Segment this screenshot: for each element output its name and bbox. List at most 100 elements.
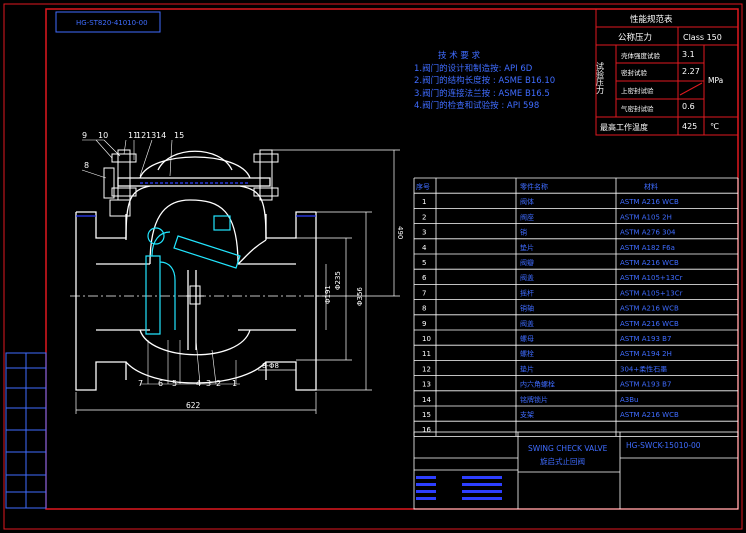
tech-req-item: 4.阀门的检查和试验按 : API 598 [414,100,539,111]
test-pressure-label: 试验压力 [596,61,605,95]
bonnet-bolts [103,149,279,217]
balloon-label: 5 [172,379,177,388]
parts-row-name: 阀盖 [520,319,534,328]
dim-bolts: 8-Φ8 [262,362,279,370]
balloon-label: 2 [216,379,221,388]
title-stamp-box [55,11,161,33]
balloon-label: 7 [138,379,143,388]
parts-row-name: 阀体 [520,197,534,206]
balloon-label: 4 [196,379,201,388]
left-margin-strips [5,352,47,509]
dimension-lines [75,149,400,414]
max-temp-label: 最高工作温度 [600,122,648,132]
balloon-label: 10 [98,131,108,140]
parts-row-no: 13 [422,381,431,389]
perf-unit: MPa [708,76,723,85]
perf-row-value: 0.6 [682,102,695,111]
tech-req-item: 2.阀门的结构长度按 : ASME B16.10 [414,75,555,86]
drawing-number: HG-SWCK-15010-00 [626,441,701,450]
parts-row-material: ASTM A216 WCB [620,198,679,206]
parts-row-name: 销 [520,228,527,237]
max-temp-unit: ℃ [710,122,719,131]
tech-req-item: 3.阀门的连接法兰按 : ASME B16.5 [414,88,550,99]
balloon-label: 3 [206,379,211,388]
disc-assembly [145,215,241,335]
valve-body [75,150,317,391]
parts-row-no: 15 [422,411,431,419]
parts-row-name: 垫片 [520,243,534,252]
title-stamp-text: HG-ST820-41010-00 [76,19,148,27]
perf-row-value: 3.1 [682,50,695,59]
dim-d3: Φ356 [356,287,364,306]
parts-row-name: 销轴 [520,304,534,313]
nominal-pressure-value: Class 150 [683,33,722,42]
balloon-label: 14 [156,131,166,140]
parts-row-no: 16 [422,426,431,434]
title-block-name-2: 旋启式止回阀 [540,456,585,466]
parts-row-material: A3Bu [620,396,638,404]
parts-row-material: ASTM A193 B7 [620,381,671,389]
parts-header: 零件名称 [520,182,548,191]
parts-row-no: 3 [422,229,426,237]
technical-requirements: 技 术 要 求 1.阀门的设计和制造按: API 6D 2.阀门的结构长度按 :… [414,50,555,111]
balloon-label: 11 [128,131,138,140]
max-temp-value: 425 [682,122,697,131]
dim-d2: Φ191 [324,285,332,304]
perf-row-label: 气密封试验 [621,104,654,113]
parts-row-name: 内六角螺栓 [520,380,555,389]
parts-row-no: 7 [422,289,426,297]
parts-row-name: 螺母 [520,334,534,343]
parts-row-name: 阀座 [520,212,534,221]
parts-row-no: 12 [422,365,431,373]
parts-row-no: 2 [422,213,426,221]
title-block [413,431,739,510]
parts-row-name: 摇杆 [520,288,534,297]
title-block-name-1: SWING CHECK VALVE [528,444,608,453]
parts-row-no: 5 [422,259,426,267]
valve-drawing: 622 490 Φ235 Φ191 Φ356 8-Φ8 910111213141… [70,131,404,414]
tech-req-item: 1.阀门的设计和制造按: API 6D [414,63,533,74]
parts-row-name: 铭牌锁片 [520,395,548,404]
parts-row-material: ASTM A216 WCB [620,259,679,267]
parts-row-material: ASTM A105+13Cr [620,274,683,282]
balloon-label: 12 [136,131,146,140]
parts-row-material: ASTM A194 2H [620,350,672,358]
parts-row-material: ASTM A216 WCB [620,320,679,328]
perf-row-label: 密封试验 [621,68,648,77]
parts-table-grid [413,177,739,437]
parts-row-no: 11 [422,350,431,358]
parts-row-material: ASTM A216 WCB [620,305,679,313]
parts-row-name: 阀盖 [520,273,534,282]
parts-row-name: 支架 [520,410,534,419]
perf-row-label: 壳体强度试验 [621,51,661,60]
dim-length: 622 [186,401,201,410]
parts-row-name: 螺栓 [520,349,534,358]
parts-row-material: 304+柔性石墨 [620,364,667,373]
balloon-label: 1 [232,379,237,388]
tech-req-heading: 技 术 要 求 [438,50,481,61]
parts-row-material: ASTM A182 F6a [620,244,675,252]
parts-row-no: 10 [422,335,431,343]
section-hatching [76,182,316,217]
parts-row-no: 4 [422,244,427,252]
leader-lines [81,139,240,385]
parts-row-name: 阀瓣 [520,258,534,267]
balloon-label: 9 [82,131,87,140]
parts-row-material: ASTM A216 WCB [620,411,679,419]
parts-header: 材料 [644,182,658,191]
parts-row-no: 1 [422,198,426,206]
parts-row-name: 垫片 [520,364,534,373]
balloon-label: 6 [158,379,163,388]
parts-header: 序号 [416,182,430,191]
parts-row-no: 9 [422,320,426,328]
hinge-pin [186,285,204,305]
balloon-label: 8 [84,161,89,170]
dim-d1: Φ235 [334,271,342,290]
parts-row-no: 6 [422,274,427,282]
parts-row-no: 8 [422,305,426,313]
perf-table-title: 性能规范表 [630,14,673,25]
